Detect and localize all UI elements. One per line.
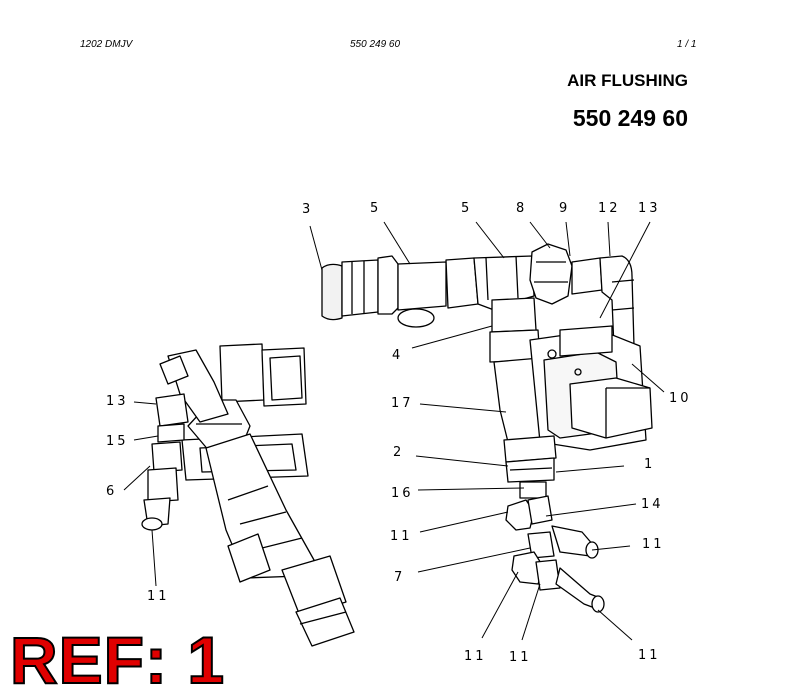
callout-8: 8 [516, 201, 527, 216]
callout-15: 15 [106, 434, 129, 449]
callout-9: 9 [559, 201, 570, 216]
callout-1: 1 [644, 457, 655, 472]
callout-12: 12 [598, 201, 621, 216]
callout-14: 14 [641, 497, 664, 512]
header-page-number: 1 / 1 [677, 39, 697, 50]
header-part-number: 550 249 60 [350, 39, 401, 50]
leader-lines [123, 221, 665, 641]
callout-11: 11 [390, 529, 413, 544]
callout-7: 7 [394, 570, 405, 585]
callout-10: 10 [669, 391, 692, 406]
callout-5: 5 [370, 201, 381, 216]
callout-2: 2 [393, 445, 404, 460]
diagram-title: AIR FLUSHING [567, 71, 688, 90]
part-number: 550 249 60 [572, 105, 688, 131]
callout-5: 5 [461, 201, 472, 216]
callout-13: 13 [638, 201, 661, 216]
callout-13: 13 [106, 394, 129, 409]
callout-11: 11 [642, 537, 665, 552]
right-assembly [321, 243, 653, 613]
callout-11: 11 [509, 650, 532, 665]
callout-16: 16 [391, 486, 414, 501]
callout-4: 4 [392, 348, 403, 363]
callout-11: 11 [464, 649, 487, 664]
left-assembly [141, 343, 355, 647]
callout-6: 6 [106, 484, 117, 499]
callout-11: 11 [638, 648, 661, 663]
ref-label: REF: 1 [9, 623, 226, 697]
callout-3: 3 [302, 202, 313, 217]
callout-11: 11 [147, 589, 170, 604]
callout-17: 17 [391, 396, 414, 411]
header-left-code: 1202 DMJV [80, 39, 133, 50]
callout-labels: 3 5 5 8 9 12 13 4 10 17 2 1 16 14 11 11 … [106, 201, 692, 665]
